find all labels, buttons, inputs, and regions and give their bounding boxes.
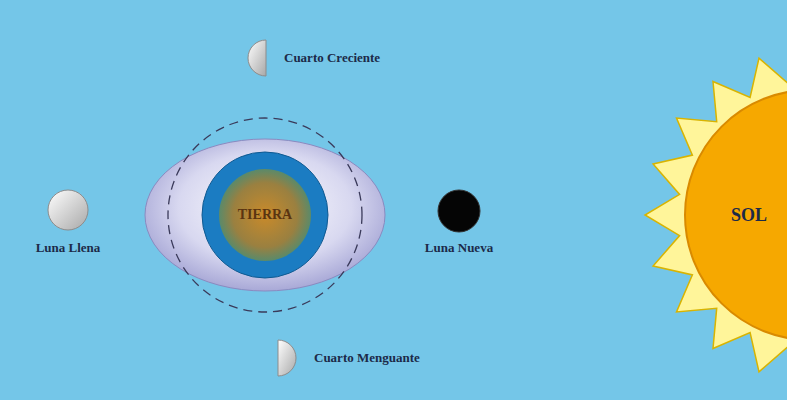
orbit-ellipse xyxy=(145,139,385,291)
earth-node: TIERRA xyxy=(200,150,330,280)
first-quarter-moon-node: Cuarto Creciente xyxy=(246,38,380,78)
node-label: Luna Nueva xyxy=(425,240,493,256)
first-quarter-moon-shape xyxy=(246,38,268,78)
new-moon-node: Luna Nueva xyxy=(425,188,493,256)
new-moon-shape xyxy=(436,188,482,234)
node-label: Cuarto Creciente xyxy=(284,50,380,66)
node-label: Cuarto Menguante xyxy=(314,350,420,366)
last-quarter-moon-node: Cuarto Menguante xyxy=(276,338,420,378)
moon-orbit xyxy=(168,118,362,312)
sun-rays xyxy=(645,50,787,380)
full-moon-node: Luna Llena xyxy=(36,188,101,256)
node-label: SOL xyxy=(731,205,767,226)
last-quarter-moon-shape xyxy=(276,338,298,378)
sun-node: SOL xyxy=(685,90,787,340)
node-label: TIERRA xyxy=(238,207,292,223)
full-moon-shape xyxy=(46,188,90,232)
node-label: Luna Llena xyxy=(36,240,101,256)
